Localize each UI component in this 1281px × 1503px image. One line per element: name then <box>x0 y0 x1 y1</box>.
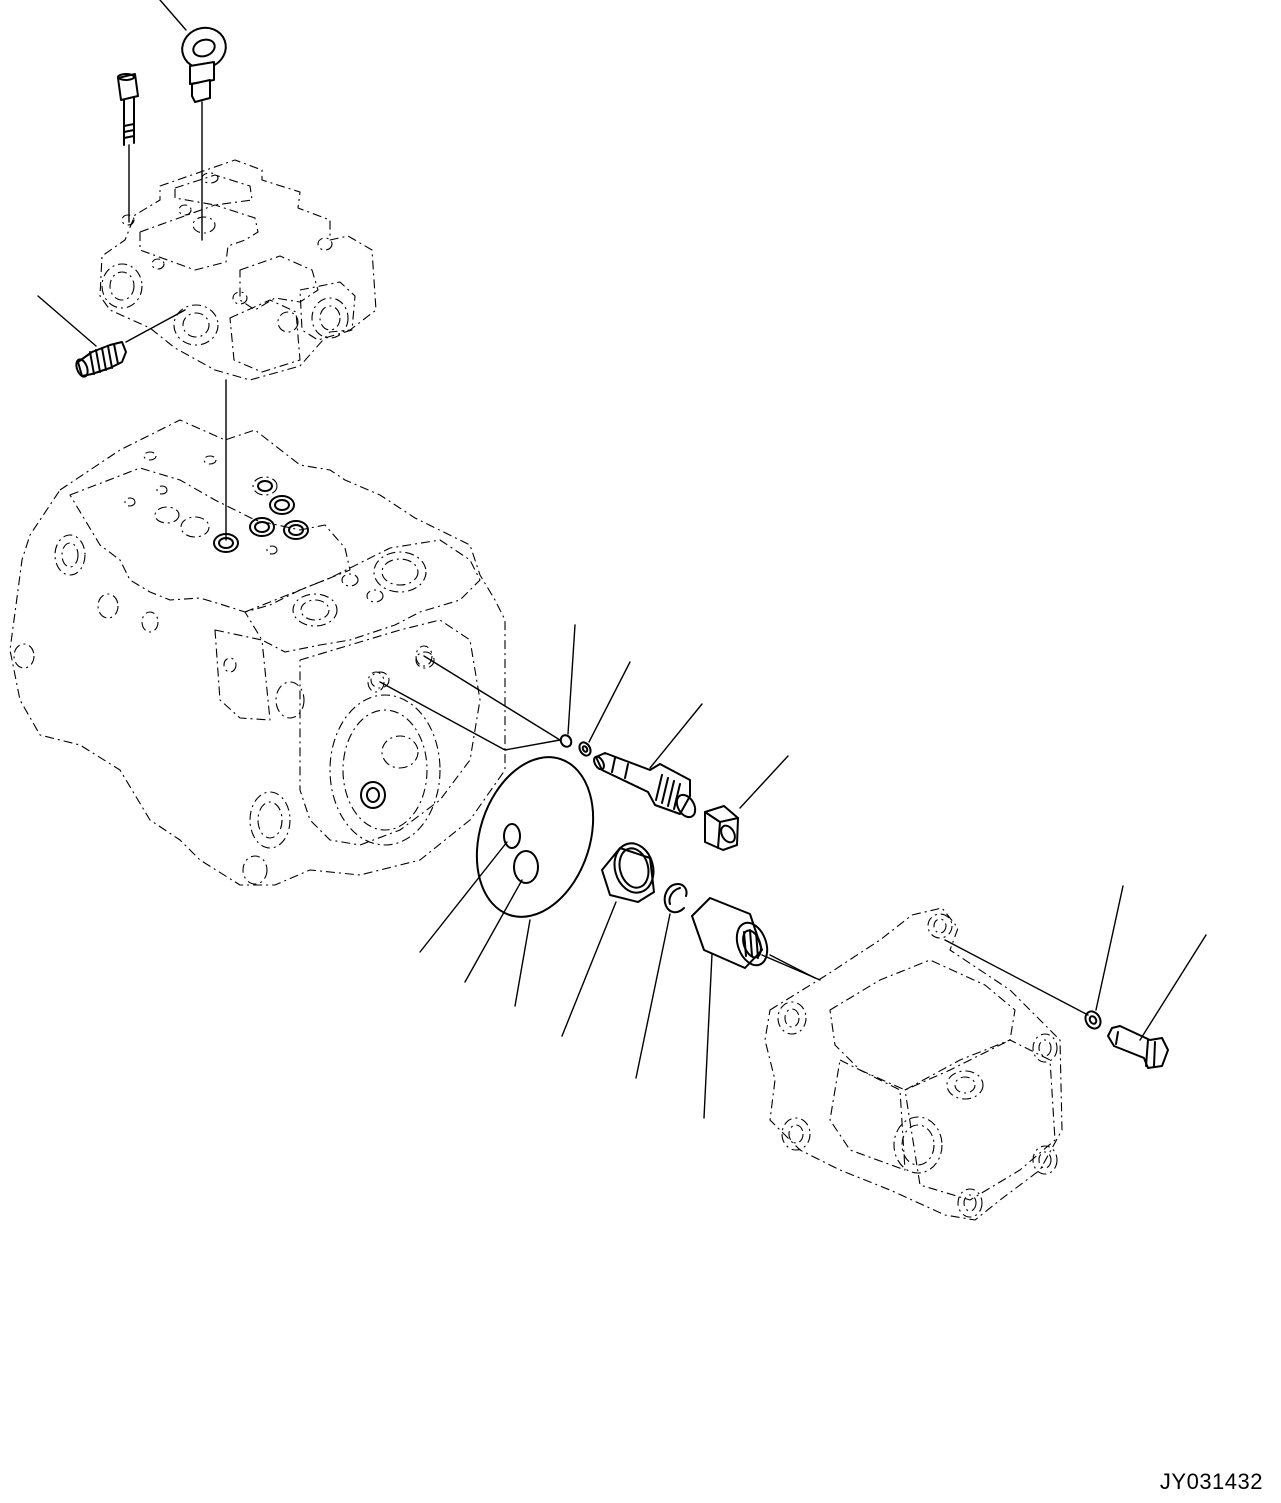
upper-valve-block <box>99 159 377 381</box>
leader-line-gasket-hole-b <box>464 879 523 983</box>
alignment-line-upper <box>423 655 561 741</box>
bushing <box>601 842 655 903</box>
leader-line-hex-bolt <box>1139 934 1207 1041</box>
alignment-line-center <box>769 954 816 979</box>
leader-line-eye-bolt <box>159 0 187 31</box>
drawing-code-label: JY031432 <box>1159 1469 1263 1494</box>
o-ring-2 <box>578 741 592 757</box>
leader-line-hex-nut <box>739 755 789 809</box>
alignment-line-gear-pump <box>944 939 1089 1016</box>
leader-line-coupling <box>703 953 713 1119</box>
hex-bolt <box>1107 1025 1169 1069</box>
hex-nut <box>704 805 739 851</box>
leader-line-gasket-hole-a <box>419 841 508 953</box>
eye-bolt <box>181 26 227 241</box>
leader-line-washer <box>1095 885 1124 1011</box>
spool-shaft <box>593 752 697 819</box>
coupling <box>691 897 769 969</box>
leader-line-gasket <box>514 919 531 1007</box>
leader-line-small-o-ring <box>567 624 576 735</box>
leader-line-bushing <box>561 901 617 1037</box>
main-pump-body <box>9 419 506 886</box>
alignment-line-lower <box>379 681 561 751</box>
small-o-ring <box>559 734 573 748</box>
leader-line-snap-ring <box>635 913 671 1079</box>
washer <box>1084 1010 1102 1030</box>
socket-bolt <box>117 73 139 223</box>
leader-line-plug <box>37 295 97 347</box>
threaded-plug <box>75 309 186 378</box>
gear-pump <box>764 907 1063 1221</box>
leader-line-o-ring-2 <box>588 661 631 743</box>
leader-line-spool-shaft <box>649 703 703 769</box>
snap-ring <box>663 883 688 914</box>
gasket <box>475 756 595 918</box>
